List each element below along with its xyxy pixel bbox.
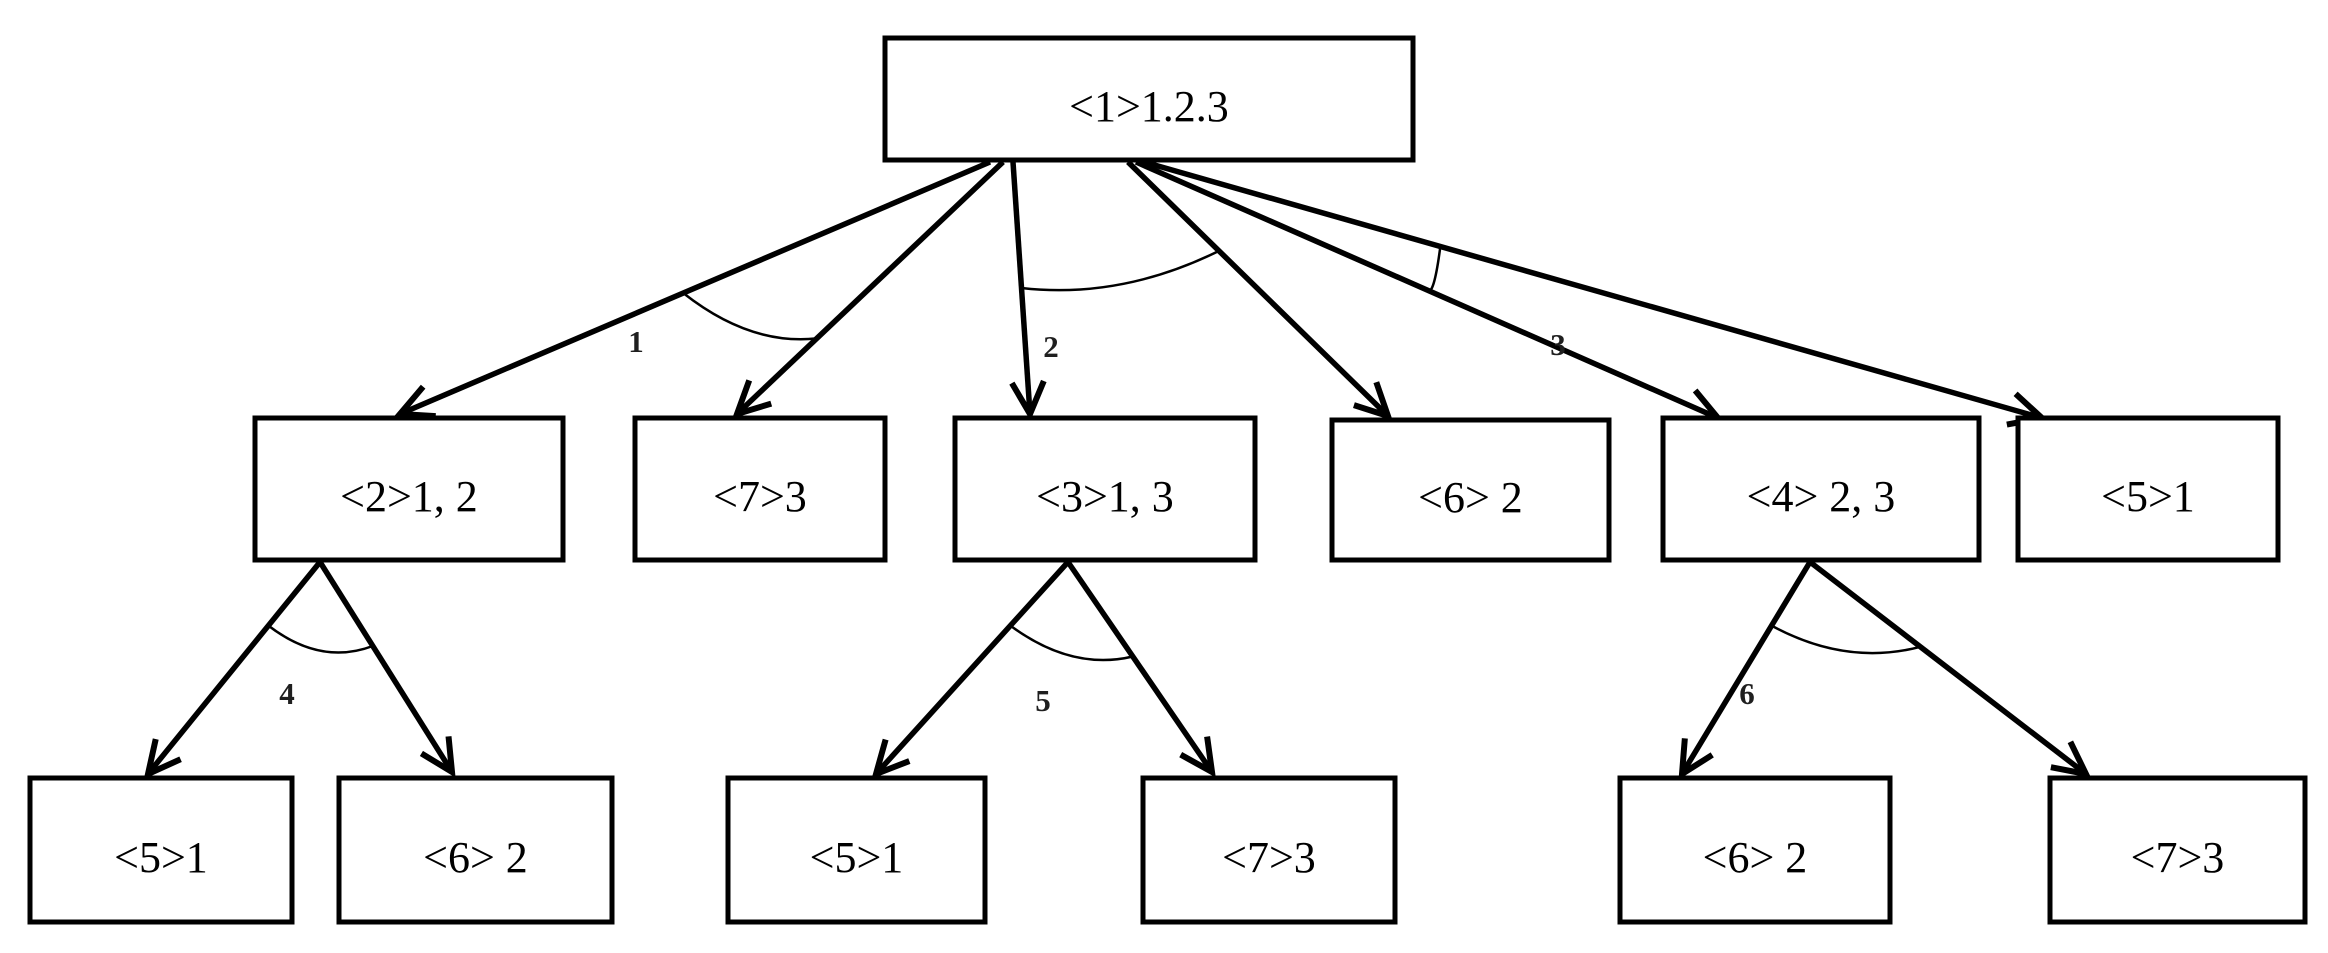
tree-node-box-n7b [1140, 775, 1398, 925]
edge-group-label-4: 4 [279, 676, 295, 711]
tree-node-label-n2: <2>1, 2 [340, 472, 478, 521]
angle-arc-4 [267, 624, 374, 654]
edge-group-label-6: 6 [1739, 676, 1755, 711]
tree-node-n5b: <5>1 [27, 775, 295, 925]
tree-node-n6b: <6> 2 [336, 775, 615, 925]
tree-node-label-n4: <4> 2, 3 [1747, 472, 1896, 521]
tree-node-box-n6b [336, 775, 615, 925]
tree-node-label-n6c: <6> 2 [1703, 833, 1808, 882]
tree-edge-n2-n6b [317, 560, 456, 778]
tree-node-root: <1>1.2.3 [882, 35, 1416, 163]
edge-labels-layer: 1 2 3 4 5 6 [279, 324, 1755, 718]
tree-node-n7b: <7>3 [1140, 775, 1398, 925]
tree-node-box-n4 [1660, 415, 1982, 563]
tree-edge-root-n6a [1126, 160, 1393, 421]
angle-arc-2 [1021, 249, 1220, 292]
tree-node-box-n6c [1617, 775, 1893, 925]
tree-node-box-n5b [27, 775, 295, 925]
tree-node-n7a: <7>3 [632, 415, 888, 563]
tree-node-label-n5c: <5>1 [810, 833, 904, 882]
edge-group-label-2: 2 [1043, 329, 1059, 364]
tree-node-label-n7c: <7>3 [2131, 833, 2225, 882]
tree-node-n7c: <7>3 [2047, 775, 2308, 925]
angle-arc-6 [1771, 624, 1921, 655]
angle-arc-3 [1426, 246, 1442, 293]
tree-node-n6c: <6> 2 [1617, 775, 1893, 925]
tree-node-label-n5a: <5>1 [2101, 472, 2195, 521]
nodes-layer: <1>1.2.3 <2>1, 2 <7>3 <3>1, 3 <6> 2 <4> 2, 3 <… [27, 35, 2308, 925]
tree-edge-n4-n7c [1808, 559, 2092, 779]
tree-node-n5c: <5>1 [725, 775, 988, 925]
tree-edge-n3-n5c [871, 560, 1071, 779]
angle-arcs-layer [267, 246, 1921, 662]
tree-node-box-n7a [632, 415, 888, 563]
tree-node-n3: <3>1, 3 [952, 415, 1258, 563]
tree-edge-root-n7a [732, 160, 1005, 419]
tree-node-box-n5c [725, 775, 988, 925]
tree-node-box-n2 [252, 415, 566, 563]
edge-group-label-5: 5 [1035, 683, 1051, 718]
tree-node-box-root [882, 35, 1416, 163]
edge-group-label-1: 1 [628, 324, 644, 359]
tree-node-box-n3 [952, 415, 1258, 563]
tree-node-label-n6b: <6> 2 [423, 833, 528, 882]
tree-node-label-n7a: <7>3 [713, 472, 807, 521]
tree-node-box-n5a [2015, 415, 2281, 563]
angle-arc-5 [1009, 624, 1134, 662]
tree-node-label-n6a: <6> 2 [1418, 473, 1523, 522]
tree-node-label-n7b: <7>3 [1222, 833, 1316, 882]
tree-edge-root-n2 [393, 159, 992, 420]
edge-group-label-3: 3 [1550, 327, 1566, 362]
tree-edge-n3-n7b [1065, 560, 1216, 778]
tree-edge-n2-n5b [143, 560, 323, 780]
tree-node-n4: <4> 2, 3 [1660, 415, 1982, 563]
tree-node-n6a: <6> 2 [1329, 417, 1612, 563]
tree-node-box-n7c [2047, 775, 2308, 925]
tree-edge-n4-n6c [1678, 560, 1813, 780]
tree-node-label-root: <1>1.2.3 [1069, 82, 1229, 131]
tree-node-n5a: <5>1 [2015, 415, 2281, 563]
tree-node-label-n5b: <5>1 [114, 833, 208, 882]
tree-node-n2: <2>1, 2 [252, 415, 566, 563]
tree-edge-root-n5a [1143, 159, 2049, 428]
tree-node-box-n6a [1329, 417, 1612, 563]
tree-node-label-n3: <3>1, 3 [1036, 472, 1174, 521]
angle-arc-1 [682, 292, 817, 341]
